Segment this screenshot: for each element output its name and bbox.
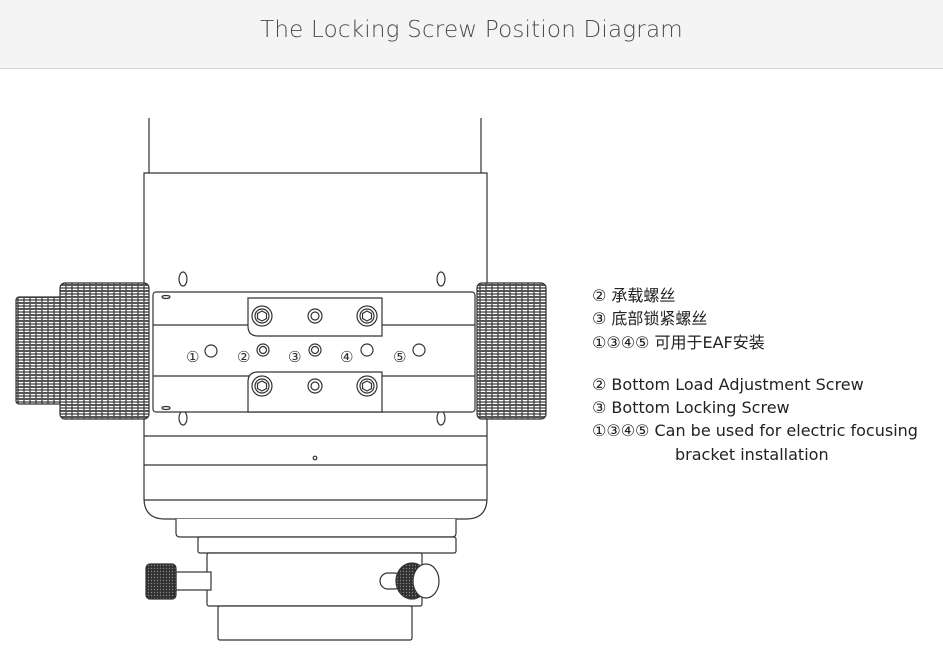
thumbscrew-shaft	[175, 571, 212, 591]
legend-en-2: ③ Bottom Locking Screw	[592, 398, 790, 418]
hole-1	[204, 344, 218, 358]
hole-label-4: ④	[340, 348, 353, 366]
left-thumbscrew[interactable]	[145, 563, 177, 600]
legend-zh-2: ③ 底部锁紧螺丝	[592, 309, 708, 329]
clamp-screws	[251, 305, 378, 397]
header: The Locking Screw Position Diagram	[0, 0, 943, 69]
hole-label-1: ①	[186, 348, 199, 366]
left-focus-knob[interactable]	[59, 282, 150, 420]
hole-label-5: ⑤	[393, 348, 406, 366]
legend-zh-1: ② 承载螺丝	[592, 286, 676, 305]
small-focus-knob[interactable]	[15, 296, 63, 405]
hole-5	[412, 343, 426, 357]
legend-zh-3: ①③④⑤ 可用于EAF安装	[592, 332, 765, 352]
legend-en-1: ② Bottom Load Adjustment Screw	[592, 374, 864, 394]
legend-en-4: bracket installation	[675, 444, 829, 464]
top-clamp-plate	[247, 297, 383, 337]
hole-label-2: ②	[237, 348, 250, 366]
hole-4	[360, 343, 374, 357]
hole-2	[256, 343, 270, 357]
adapter-ring	[197, 536, 457, 554]
legend: ② 承载螺丝 ③ 底部锁紧螺丝 ①③④⑤ 可用于EAF安装 ② Bottom L…	[592, 284, 918, 466]
legend-en-3: ①③④⑤ Can be used for electric focusing	[592, 421, 918, 441]
lower-step	[175, 519, 457, 538]
hole-label-3: ③	[288, 348, 301, 366]
hole-3	[308, 343, 322, 357]
bottom-clamp-plate	[247, 371, 383, 413]
right-focus-knob[interactable]	[476, 282, 547, 420]
small-hole	[312, 455, 318, 461]
page-title: The Locking Screw Position Diagram	[260, 17, 683, 43]
bottom-ring	[217, 605, 413, 641]
